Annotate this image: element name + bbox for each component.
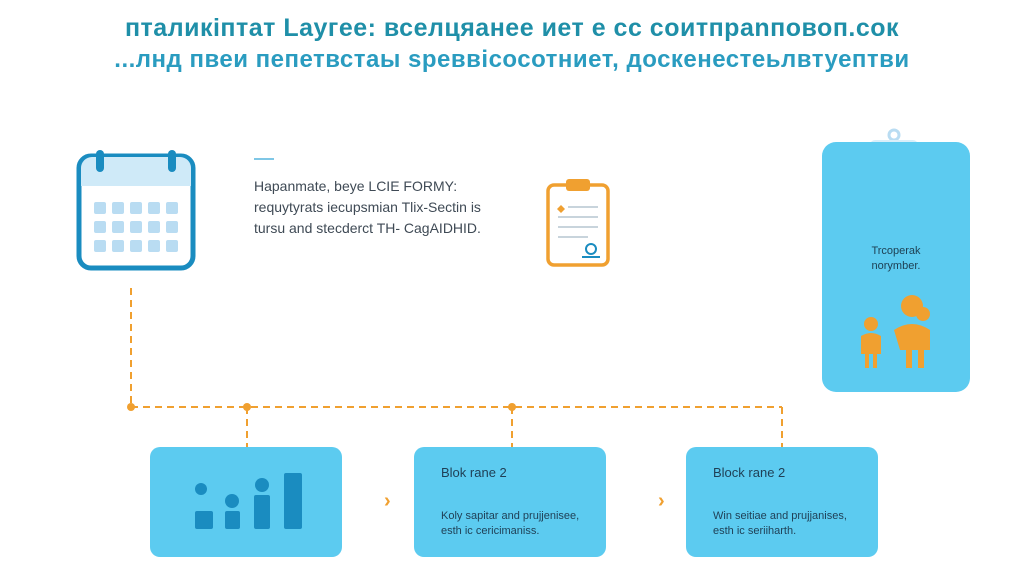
- clipboard-icon: [546, 179, 610, 267]
- intro-line: Hapanmate, beye LCIE FORMY:: [254, 178, 458, 194]
- diagram-title: пталикiптат Layгее: вселцяанее иет е сс …: [124, 14, 900, 42]
- phone-panel: Trcoperak norymber.: [822, 142, 970, 392]
- phone-line: norymber.: [871, 260, 921, 272]
- block-card-3: Block rane 2 Win seitiae and prujjanises…: [686, 447, 878, 557]
- block-line: esth ic seriiharth.: [713, 525, 797, 537]
- phone-line: Trcoperak: [871, 245, 921, 257]
- block-body: Win seitiae and prujjanises, esth ic ser…: [713, 509, 873, 539]
- intro-line: requytyrats iecupsmian Tlix-Sectin is: [254, 199, 481, 215]
- people-icon: [861, 295, 930, 368]
- intro-divider: [254, 158, 274, 160]
- block-line: Koly sapitar and prujjenisee,: [441, 510, 580, 522]
- flow-arrow: ›: [384, 490, 391, 512]
- diagram-subtitle: ...лнд пвеи пепетвстаы sреввiсосотниет, …: [114, 46, 910, 73]
- intro-text: Hapanmate, beye LCIE FORMY: requytyrats …: [254, 176, 554, 239]
- block-title: Blok rane 2: [441, 465, 507, 480]
- block-line: esth ic cericimaniss.: [441, 525, 540, 537]
- block-line: Win seitiae and prujjanises,: [713, 510, 847, 522]
- block-card-2: Blok rane 2 Koly sapitar and prujjenisee…: [414, 447, 606, 557]
- flow-arrow: ›: [658, 490, 665, 512]
- block-card-1: [150, 447, 342, 557]
- phone-caption: Trcoperak norymber.: [822, 244, 970, 274]
- bar-chart-icon: [195, 473, 302, 529]
- intro-line: tursu and stecderct TH- CagAIDHID.: [254, 220, 481, 236]
- calendar-icon: [76, 150, 196, 271]
- block-title: Block rane 2: [713, 465, 786, 480]
- block-body: Koly sapitar and prujjenisee, esth ic ce…: [441, 509, 601, 539]
